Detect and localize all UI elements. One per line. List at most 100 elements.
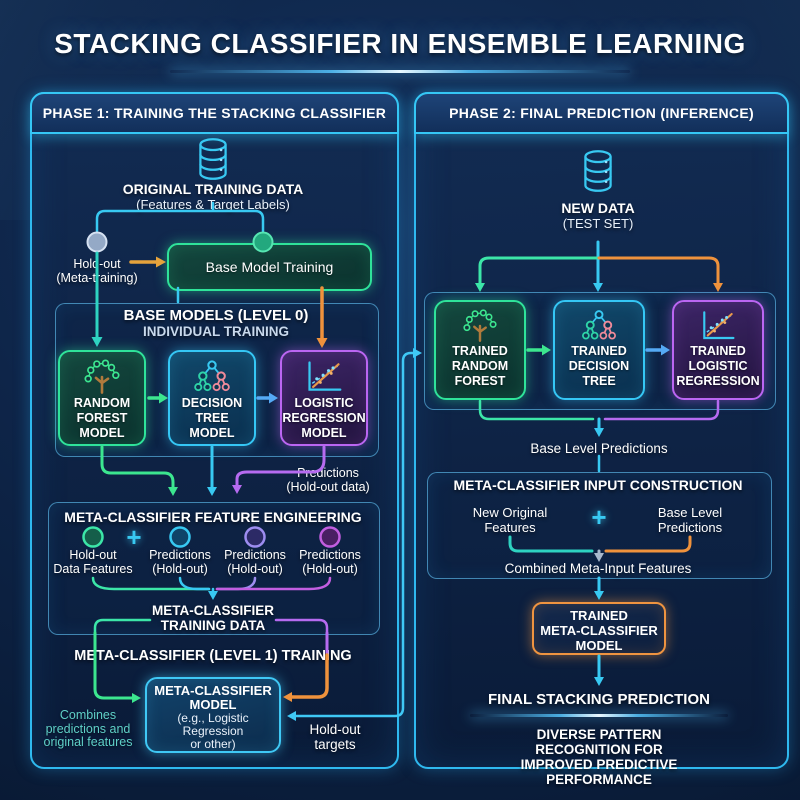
text-line: (Hold-out) [227,561,283,576]
text-line: Predictions [299,548,361,562]
base-model-training-label: Base Model Training [205,259,334,275]
text-line: predictions and [45,721,131,736]
predictions-holdout-note: Predictions (Hold-out data) [286,466,369,494]
new-original-features-label: New Original Features [473,505,547,535]
text-line: Combines [59,708,117,722]
meta-classifier-model-box: META-CLASSIFIER MODEL (e.g., Logistic Re… [145,677,281,753]
decision-tree-model-box: DECISION TREE MODEL [168,350,256,446]
trained-decision-tree-box: TRAINED DECISION TREE [553,300,645,400]
text-line: Predictions [297,466,359,480]
text-line: New Original [472,505,548,520]
model-label-line: TRAINED [571,344,627,358]
final-stacking-prediction-label: FINAL STACKING PREDICTION [488,691,710,708]
base-level-predictions-input-label: Base Level Predictions [658,505,722,535]
decision-tree-icon [190,358,234,396]
model-label-line: DECISION [568,359,630,373]
page-title: STACKING CLASSIFIER IN ENSEMBLE LEARNING [54,28,746,59]
text-line: MODEL [189,697,237,712]
model-label-line: LOGISTIC [294,396,354,410]
text-line: or other) [190,737,236,751]
trained-logistic-regression-box: TRAINED LOGISTIC REGRESSION [672,300,764,400]
model-label-line: MODEL [79,426,125,440]
random-forest-tree-icon [80,358,124,396]
text-line: (e.g., Logistic [177,711,249,725]
combines-note: Combines predictions and original featur… [43,708,133,750]
fe-input-predictions-1: Predictions (Hold-out) [149,548,211,576]
text-line: Regression [182,724,244,738]
source-subtitle: (TEST SET) [562,216,634,231]
text-line: (Hold-out) [302,561,358,576]
text-line: TRAINING DATA [160,617,266,633]
fe-input-predictions-2: Predictions (Hold-out) [224,548,286,576]
text-line: MODEL [575,638,623,653]
combined-meta-input-label: Combined Meta-Input Features [504,561,692,576]
fe-input-holdout-features: Hold-out Data Features [53,548,133,576]
text-line: META-CLASSIFIER [152,603,274,618]
text-line: (Hold-out data) [286,480,370,494]
text-line: Base Level [657,505,723,520]
random-forest-model-box: RANDOM FOREST MODEL [58,350,146,446]
plus-icon: + [591,502,607,532]
input-construction-heading: META-CLASSIFIER INPUT CONSTRUCTION [453,477,743,493]
model-label-line: TRAINED [452,344,508,358]
trained-random-forest-box: TRAINED RANDOM FOREST [434,300,526,400]
text-line: Hold-out [73,257,121,271]
base-models-heading: BASE MODELS (LEVEL 0) INDIVIDUAL TRAININ… [124,307,309,340]
model-label-line: LOGISTIC [688,359,748,373]
model-label-line: MODEL [189,426,235,440]
phase1-header: PHASE 1: TRAINING THE STACKING CLASSIFIE… [30,92,399,134]
phase2-header: PHASE 2: FINAL PREDICTION (INFERENCE) [414,92,789,134]
model-label-line: REGRESSION [282,411,366,425]
text-line: TRAINED [570,608,628,623]
text-line: Features [484,520,536,535]
text-line: INDIVIDUAL TRAINING [142,324,289,339]
text-line: Predictions [149,548,211,562]
model-label-line: RANDOM [451,359,509,373]
model-label-line: RANDOM [73,396,131,410]
text-line: targets [314,737,356,752]
text-line: (Hold-out) [152,561,208,576]
text-line: Hold-out [69,548,117,562]
model-label-line: TREE [582,374,616,388]
model-label-line: DECISION [181,396,243,410]
text-line: META-CLASSIFIER [154,683,272,698]
text-line: Predictions [657,520,723,535]
text-line: original features [43,735,133,749]
base-model-training-box: Base Model Training [167,243,372,291]
feature-engineering-heading: META-CLASSIFIER FEATURE ENGINEERING [64,509,362,525]
database-icon [580,148,616,194]
title-underline-glow [170,70,630,73]
model-label-line: MODEL [301,426,347,440]
source-subtitle: (Features & Target Labels) [136,197,290,212]
text-line: DIVERSE PATTERN RECOGNITION FOR [535,727,663,757]
trained-meta-classifier-box: TRAINED META-CLASSIFIER MODEL [532,602,666,655]
base-level-predictions-label: Base Level Predictions [530,441,668,456]
original-training-data-label: ORIGINAL TRAINING DATA (Features & Targe… [123,181,303,212]
meta-classifier-training-data-label: META-CLASSIFIER TRAINING DATA [152,603,274,633]
text-line: Predictions [224,548,286,562]
footer-divider-glow [470,714,728,717]
logistic-regression-model-box: LOGISTIC REGRESSION MODEL [280,350,368,446]
model-label-line: FOREST [454,374,506,388]
model-label-line: TRAINED [690,344,746,358]
text-line: (Meta-training) [56,271,138,285]
database-icon [195,136,231,182]
decision-tree-icon [578,308,620,344]
level1-training-heading: META-CLASSIFIER (LEVEL 1) TRAINING [74,648,352,664]
text-line: IMPROVED PREDICTIVE PERFORMANCE [520,757,678,787]
model-label-line: REGRESSION [676,374,760,388]
holdout-label: Hold-out (Meta-training) [56,257,137,285]
text-line: META-CLASSIFIER [540,623,658,638]
text-line: Data Features [53,561,133,576]
plus-icon: + [126,522,142,552]
scatter-regression-icon [303,358,345,396]
new-data-label: NEW DATA (TEST SET) [561,200,634,231]
source-title: ORIGINAL TRAINING DATA [122,181,304,197]
model-label-line: TREE [195,411,229,425]
random-forest-tree-icon [459,308,501,344]
holdout-targets-label: Hold-out targets [309,722,360,752]
source-title: NEW DATA [561,200,635,216]
footer-tagline: DIVERSE PATTERN RECOGNITION FOR IMPROVED… [499,727,700,787]
scatter-regression-icon [698,308,738,344]
